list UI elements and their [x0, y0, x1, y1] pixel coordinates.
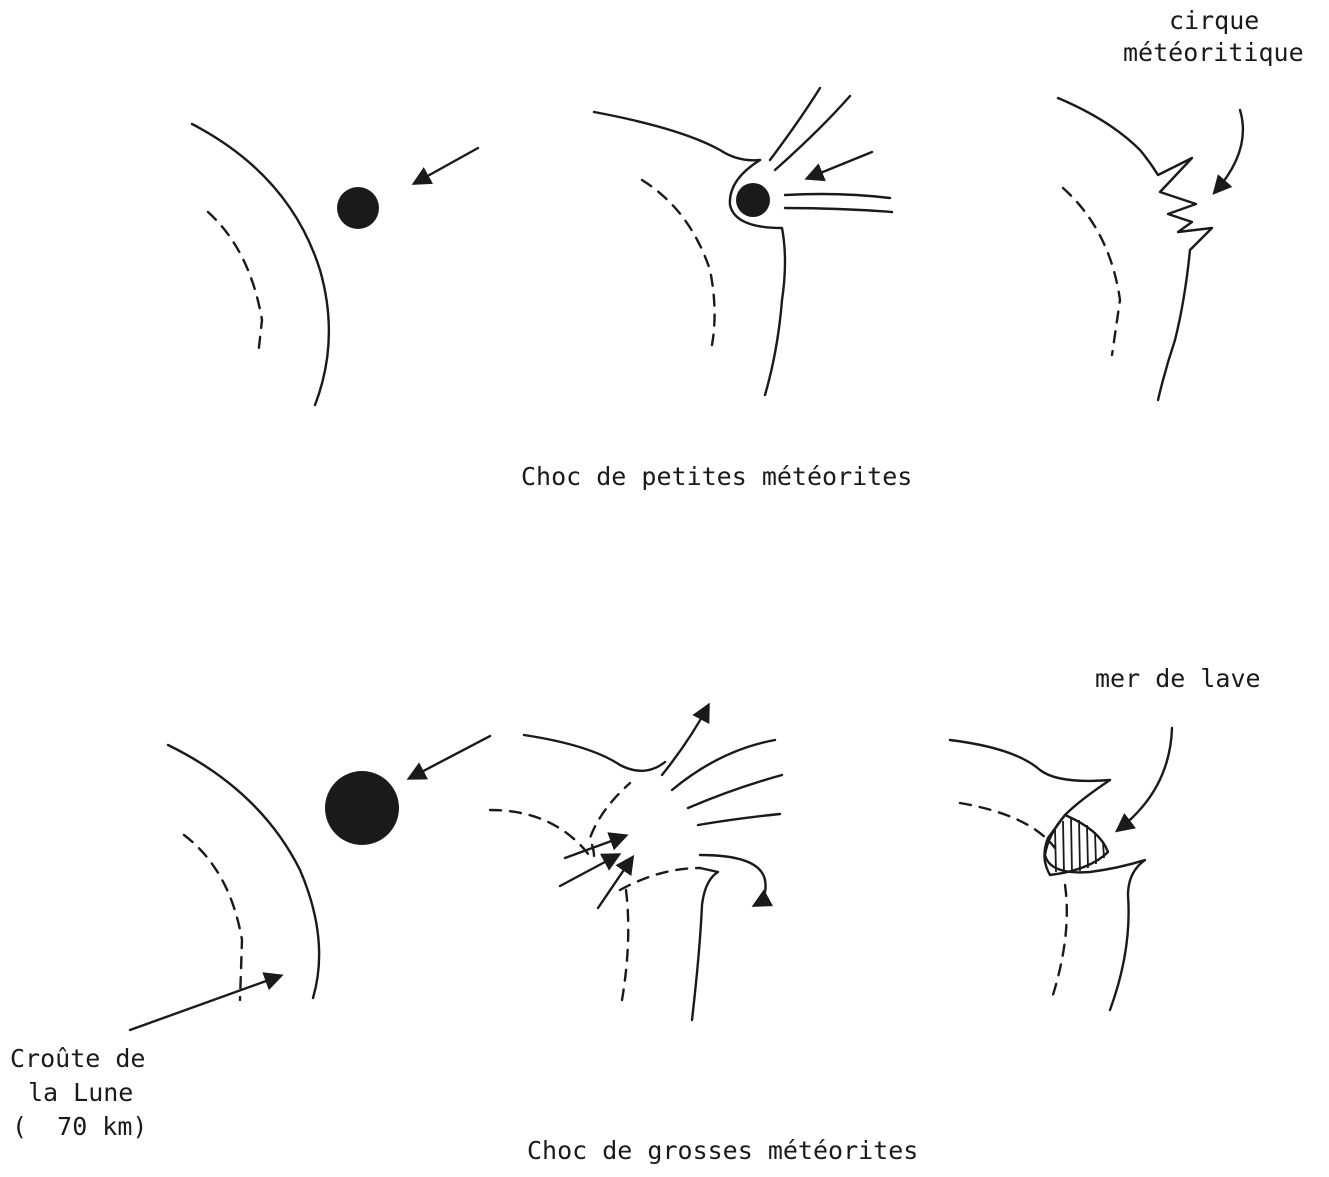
small-impact-stage-1 [192, 124, 478, 405]
crust-boundary-dashed [960, 803, 1055, 848]
ejecta-line [775, 96, 850, 170]
small-impact-stage-3 [1058, 98, 1243, 400]
crust-boundary-dashed [1063, 188, 1120, 355]
large-impact-stage-1 [130, 736, 490, 1030]
moon-surface-curve [524, 735, 665, 771]
moon-surface-curve [950, 740, 1110, 781]
small-impact-caption: Choc de petites météorites [521, 462, 912, 492]
large-impact-stage-2 [490, 706, 782, 1020]
moon-surface-curve [192, 124, 329, 405]
ejecta-line [785, 194, 890, 198]
crust-boundary-dashed [1052, 885, 1067, 998]
small-meteorite [337, 187, 379, 229]
ejecta-line [770, 88, 820, 160]
small-impact-stage-2 [594, 88, 892, 395]
cirque-label-line-2: météoritique [1123, 38, 1304, 68]
ejecta-line [688, 775, 782, 808]
crust-boundary-dashed [622, 890, 628, 1000]
crust-label-line-1: Croûte de [10, 1044, 145, 1074]
crater-outline-dashed [490, 783, 630, 858]
crust-label-line-3: ( 70 km) [12, 1112, 147, 1142]
crust-label-line-2: la Lune [28, 1078, 133, 1108]
ejecta-line [785, 208, 892, 212]
moon-surface-with-cirque [1058, 98, 1212, 400]
crust-boundary-dashed [184, 835, 242, 1000]
crust-boundary-dashed [208, 212, 262, 356]
impact-arrow [410, 736, 490, 778]
crater-wall [692, 868, 718, 1020]
cirque-pointer-arrow [1215, 110, 1243, 192]
moon-surface-curve [168, 745, 319, 998]
lava-pointer-arrow [1118, 728, 1172, 830]
ejecta-line [698, 814, 780, 825]
impact-arrow [415, 148, 478, 183]
large-impact-stage-3 [950, 728, 1172, 1010]
impact-arrow [808, 152, 872, 178]
impact-arrow [560, 855, 618, 886]
lava-hatching [1055, 818, 1104, 874]
ejecta-arrow [662, 706, 708, 775]
crater-floor-dashed [620, 868, 700, 890]
cirque-label-line-1: cirque [1169, 6, 1259, 36]
large-impact-caption: Choc de grosses météorites [527, 1136, 918, 1166]
crust-boundary-dashed [642, 180, 715, 345]
crust-pointer-arrow [130, 976, 280, 1030]
lava-label: mer de lave [1095, 664, 1261, 694]
moon-surface-curve [594, 112, 760, 160]
crater-wall [1045, 780, 1145, 1010]
small-meteorite [736, 183, 770, 217]
large-meteorite [325, 771, 399, 845]
